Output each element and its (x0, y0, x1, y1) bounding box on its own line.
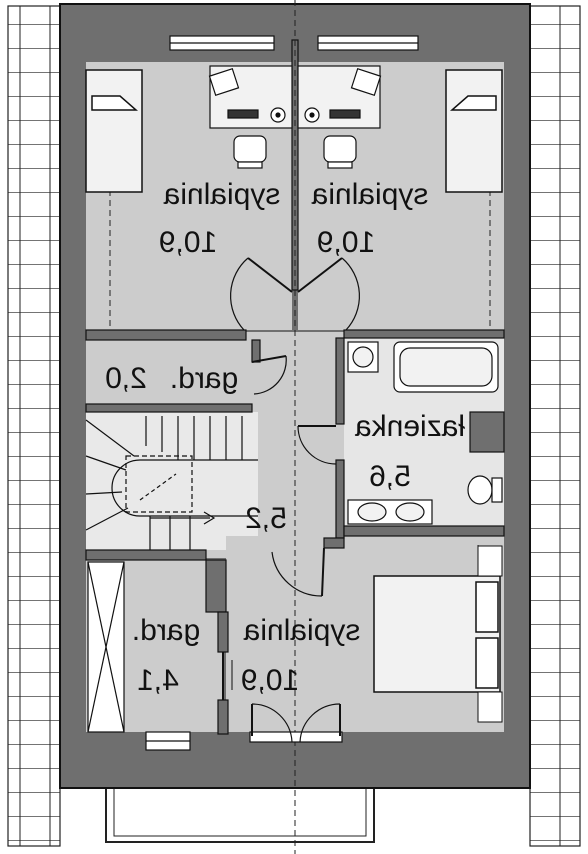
roof-left (7, 5, 61, 847)
staircase (85, 416, 258, 550)
bedroom-bottom-entry-door (271, 547, 325, 597)
stair-floor (86, 412, 258, 550)
desk-right (297, 65, 382, 169)
room-area-bathroom: 5,6 (369, 460, 411, 493)
roof-right (529, 5, 581, 847)
interior-walls (85, 39, 505, 735)
double-bed (373, 545, 503, 723)
closet-bottom-door (222, 652, 233, 700)
bed-right (445, 69, 503, 193)
room-name-bedroom-3: sypialnia (243, 614, 360, 647)
room-name-bathroom: łazienka (355, 410, 465, 443)
bathroom-fixtures (347, 341, 503, 525)
balcony-door (249, 703, 343, 743)
room-name-wardrobe-2: gard. (132, 614, 200, 647)
room-area-bedroom-1: 10,9 (159, 226, 217, 259)
desk-left (208, 65, 293, 169)
room-name-bedroom-2: sypialnia (311, 178, 428, 211)
room-area-wardrobe-1: 2,0 (105, 362, 147, 395)
closet-top-door (251, 355, 287, 395)
bedroom-top-doors (230, 257, 360, 331)
room-area-bedroom-3: 10,9 (241, 664, 299, 697)
bathroom-door (297, 425, 337, 465)
closet-bottom-wardrobe (87, 561, 125, 733)
top-windows (145, 35, 419, 751)
room-labels: sypialnia 10,9 sypialnia 10,9 gard. 2,0 … (105, 178, 465, 697)
room-area-hall: 5,2 (245, 502, 287, 535)
room-name-wardrobe-1: gard. (170, 362, 238, 395)
room-name-bedroom-1: sypialnia (163, 178, 280, 211)
room-area-bedroom-2: 10,9 (317, 226, 375, 259)
room-area-wardrobe-2: 4,1 (137, 664, 179, 697)
closet-top-floor (86, 340, 252, 404)
bed-left (85, 69, 143, 193)
